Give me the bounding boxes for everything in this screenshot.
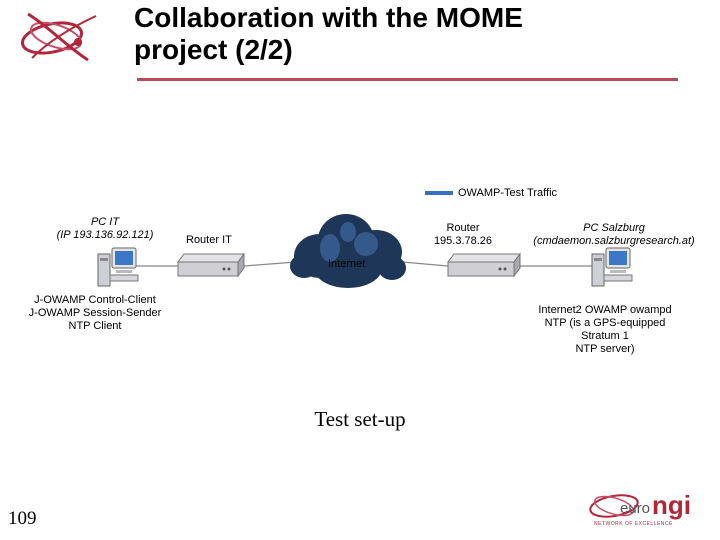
slide-title: Collaboration with the MOME project (2/2… [134,2,523,66]
pc-sbg-computer-icon [591,247,633,287]
pc-sbg-roles: Internet2 OWAMP owampd NTP (is a GPS-equ… [520,304,690,356]
pc-sbg-name: PC Salzburg [583,222,645,234]
title-line-2: project (2/2) [134,34,293,65]
eurongi-logo-swirl [589,494,639,518]
router-it-icon [177,252,245,278]
pc-it-computer-icon [97,247,139,287]
pc-sbg-role-3: Stratum 1 [581,330,629,342]
pc-it-role-1: J-OWAMP Control-Client [34,294,156,306]
page-number: 109 [8,508,37,529]
legend-swatch [425,191,453,195]
eurongi-emblem-top [21,12,97,62]
pc-it-label: PC IT (IP 193.136.92.121) [40,216,170,242]
link-router-it-internet [243,261,297,267]
pc-sbg-role-1: Internet2 OWAMP owampd [538,304,672,316]
pc-it-role-2: J-OWAMP Session-Sender [28,307,162,319]
router-sbg-icon [447,252,521,278]
router-it-label: Router IT [186,234,232,246]
pc-it-name: PC IT [90,216,120,228]
pc-it-roles: J-OWAMP Control-Client J-OWAMP Session-S… [10,294,180,333]
router-sbg-ip: 195.3.78.26 [433,235,493,247]
title-underline [137,78,678,81]
pc-sbg-host: (cmdaemon.salzburgresearch.at) [533,235,695,247]
logo-tagline: NETWORK OF EXCELLENCE [594,521,673,527]
eurongi-logo: euro ngi NETWORK OF EXCELLENCE [584,488,704,532]
link-internet-router-sbg [401,261,449,267]
pc-it-ip: (IP 193.136.92.121) [56,229,154,241]
diagram-caption: Test set-up [314,407,406,431]
internet-label: Internet [328,258,366,270]
internet-cloud-icon [290,214,406,288]
legend-label: OWAMP-Test Traffic [458,187,558,199]
pc-it-role-3: NTP Client [68,320,122,332]
pc-sbg-role-4: NTP server) [575,343,635,355]
pc-sbg-role-2: NTP (is a GPS-equipped [544,317,666,329]
router-sbg-name: Router [446,222,480,234]
pc-sbg-label: PC Salzburg (cmdaemon.salzburgresearch.a… [508,222,720,248]
title-line-1: Collaboration with the MOME [134,2,523,33]
logo-text-ngi: ngi [652,490,691,520]
logo-text-euro: euro [620,500,651,517]
router-sbg-label: Router 195.3.78.26 [424,222,502,248]
